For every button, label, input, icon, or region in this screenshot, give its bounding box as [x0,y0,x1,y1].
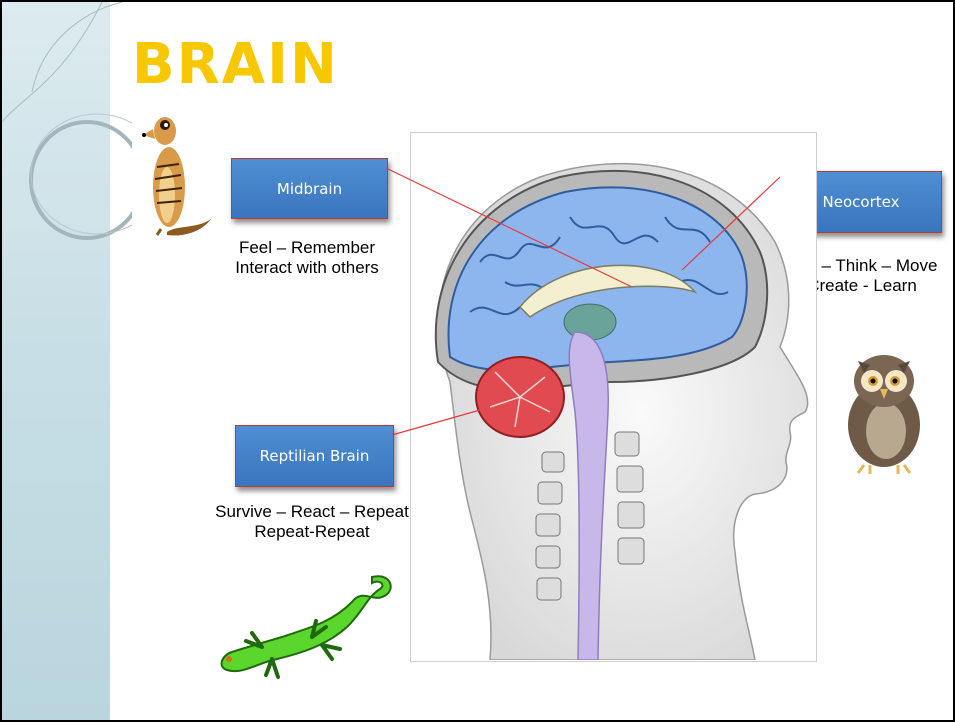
neocortex-leader-line [682,177,780,270]
midbrain-leader-line [386,168,632,287]
owl-illustration [834,347,944,477]
lizard-illustration [202,567,402,687]
reptilian-leader-line [392,410,480,435]
